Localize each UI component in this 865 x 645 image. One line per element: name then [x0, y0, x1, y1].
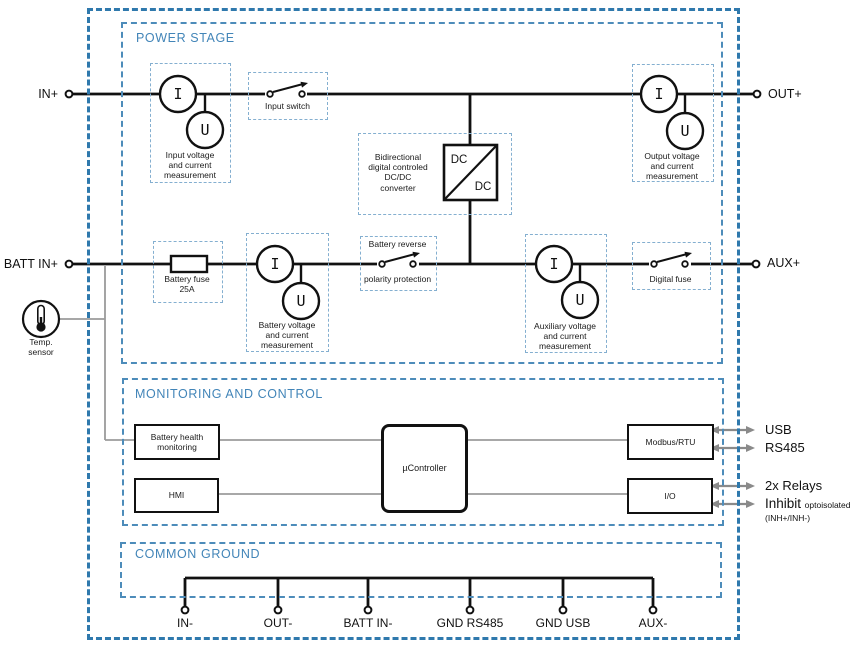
reverse-bottom-label: polarity protection — [363, 274, 432, 284]
hmi-box: HMI — [134, 478, 219, 513]
common-ground-title: COMMON GROUND — [135, 547, 261, 561]
inhibit-sub-label: (INH+/INH-) — [765, 513, 811, 523]
battery-voltage-meter-icon — [281, 281, 321, 321]
dc-bottom-label: DC — [475, 181, 492, 193]
rs485-arrow-icon — [710, 444, 755, 452]
gnd-usb-label: GND USB — [535, 616, 591, 630]
usb-port-label: USB — [765, 422, 792, 437]
batt-in-minus-terminal — [363, 605, 373, 615]
meter-circles — [158, 74, 705, 321]
svg-text:I: I — [270, 255, 279, 273]
controller-box: µController — [381, 424, 468, 513]
aux-meas-label: Auxiliary voltage and current measuremen… — [534, 321, 596, 352]
in-minus-label: IN- — [177, 616, 193, 630]
out-minus-terminal — [273, 605, 283, 615]
svg-text:I: I — [549, 255, 558, 273]
gnd-rs485-label: GND RS485 — [436, 616, 504, 630]
device-outer-border — [87, 8, 740, 640]
relays-port-label: 2x Relays — [765, 478, 823, 493]
gnd-rs485-terminal — [465, 605, 475, 615]
ground-bus — [183, 576, 655, 606]
svg-text:U: U — [200, 121, 209, 139]
output-meas-box — [632, 64, 714, 182]
battery-fuse-label: Battery fuse 25A — [164, 274, 210, 295]
temp-sensor-icon — [21, 299, 61, 339]
inhibit-note: optoisolated — [804, 500, 851, 510]
output-meas-label: Output voltage and current measurement — [644, 151, 700, 182]
aux-plus-terminal — [751, 259, 761, 269]
in-plus-terminal — [64, 89, 74, 99]
battery-fuse-box — [153, 241, 223, 303]
digital-fuse-box — [632, 242, 711, 290]
input-current-meter-icon — [158, 74, 198, 114]
monitoring-section — [122, 378, 724, 526]
svg-text:I: I — [654, 85, 663, 103]
svg-text:I: I — [173, 85, 182, 103]
monitoring-title: MONITORING AND CONTROL — [135, 387, 323, 401]
input-switch-label: Input switch — [265, 101, 310, 111]
power-stage-title: POWER STAGE — [136, 31, 235, 45]
ground-terminals — [180, 605, 658, 615]
out-minus-label: OUT- — [263, 616, 293, 630]
usb-arrow-icon — [710, 426, 755, 434]
svg-text:U: U — [296, 292, 305, 310]
out-plus-terminal — [752, 89, 762, 99]
digital-fuse-label: Digital fuse — [649, 274, 692, 284]
input-meas-label: Input voltage and current measurement — [164, 150, 216, 181]
reverse-polarity-box — [360, 236, 437, 291]
rs485-port-label: RS485 — [765, 440, 805, 455]
aux-plus-label: AUX+ — [767, 256, 801, 270]
digital-fuse-switch-icon — [650, 251, 692, 268]
in-plus-label: IN+ — [38, 87, 58, 101]
input-voltage-meter-icon — [185, 110, 225, 150]
batt-in-minus-label: BATT IN- — [343, 616, 393, 630]
port-arrows — [710, 426, 755, 508]
battery-health-box: Battery health monitoring — [134, 424, 220, 460]
dcdc-converter-box: DC DC — [442, 143, 499, 202]
aux-voltage-meter-icon — [560, 280, 600, 320]
common-ground-section — [120, 542, 722, 598]
temp-sensor-wire — [58, 266, 106, 440]
power-stage-section — [121, 22, 723, 364]
meter-letters: I U I U I U I U — [173, 85, 689, 310]
output-current-meter-icon — [639, 74, 679, 114]
battery-meas-label: Battery voltage and current measurement — [258, 320, 316, 351]
inhibit-port-label: Inhibit optoisolated — [765, 496, 851, 511]
input-meas-box — [150, 63, 231, 183]
dc-top-label: DC — [451, 154, 468, 166]
switch-masks — [265, 90, 691, 268]
reverse-polarity-switch-icon — [378, 251, 420, 268]
rail-terminals — [64, 89, 762, 269]
batt-in-plus-terminal — [64, 259, 74, 269]
batt-in-plus-label: BATT IN+ — [3, 257, 58, 271]
dcdc-box — [358, 133, 512, 215]
battery-fuse-icon — [169, 254, 209, 274]
temp-sensor-label: Temp. sensor — [28, 337, 54, 358]
input-switch-icon — [266, 81, 308, 98]
aux-minus-label: AUX- — [638, 616, 668, 630]
in-minus-terminal — [180, 605, 190, 615]
out-plus-label: OUT+ — [768, 87, 802, 101]
reverse-top-label: Battery reverse — [368, 239, 427, 249]
aux-minus-terminal — [648, 605, 658, 615]
io-box: I/O — [627, 478, 713, 514]
modbus-box: Modbus/RTU — [627, 424, 714, 460]
svg-text:U: U — [575, 291, 584, 309]
converter-label: Bidirectional digital controled DC/DC co… — [368, 152, 428, 193]
aux-meas-box — [525, 234, 607, 353]
aux-current-meter-icon — [534, 244, 574, 284]
battery-meas-box — [246, 233, 329, 352]
input-switch-box — [248, 72, 328, 120]
svg-text:U: U — [680, 122, 689, 140]
inhibit-word: Inhibit — [765, 496, 802, 511]
battery-current-meter-icon — [255, 244, 295, 284]
relays-arrow-icon — [710, 482, 755, 490]
inhibit-arrow-icon — [710, 500, 755, 508]
gnd-usb-terminal — [558, 605, 568, 615]
output-voltage-meter-icon — [665, 111, 705, 151]
